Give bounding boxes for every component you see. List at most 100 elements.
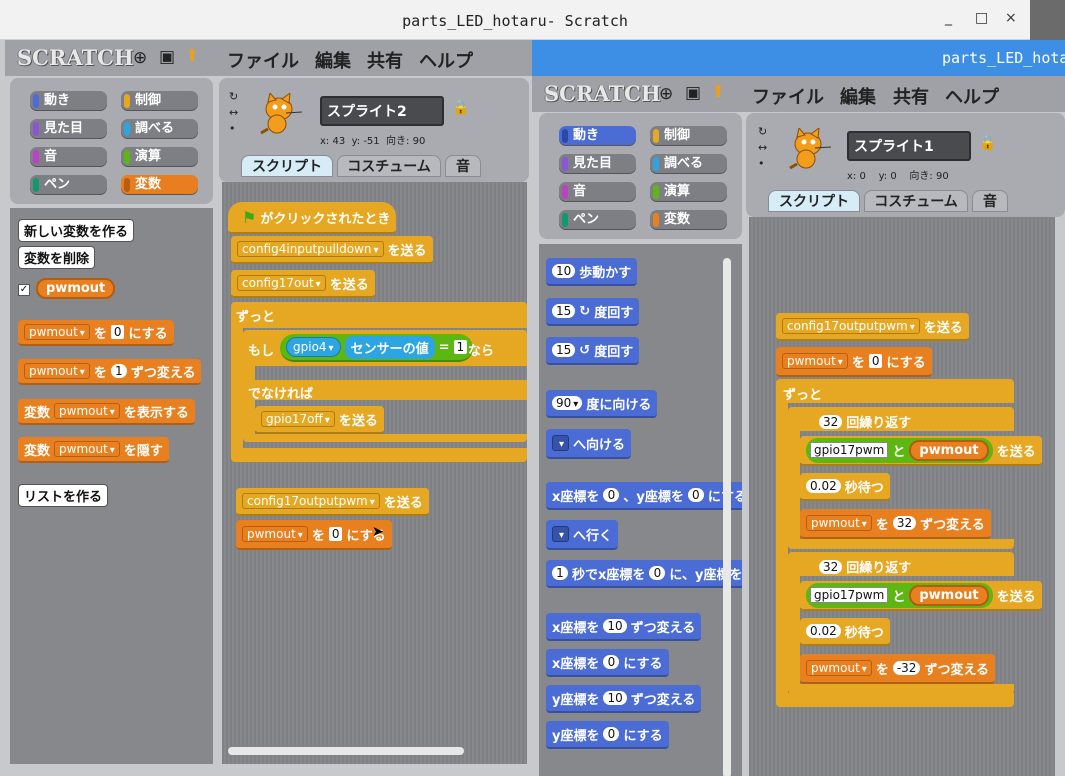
menu-bar: SCRATCH ⊕ ▣ ⬆ ファイル 編集 共有 ヘルプ [532,76,1065,112]
menu-share[interactable]: 共有 [367,51,403,72]
sprite-info-panel: ↻ ↔ • スプライト2 🔒 x: 43 y: -51 向き: 90 スクリプト… [219,78,529,182]
menu-file[interactable]: ファイル [752,87,824,108]
category-looks[interactable]: 見た目 [559,154,636,174]
broadcast-block[interactable]: gpio17offを送る [255,406,384,434]
equals-operator[interactable]: gpio4センサーの値=1 [280,334,474,362]
repeat-count[interactable]: 32 [819,559,843,574]
menu-help[interactable]: ヘルプ [945,87,999,108]
menu-edit[interactable]: 編集 [840,87,876,108]
category-control[interactable]: 制御 [121,91,198,111]
set-variable-block[interactable]: pwmoutを0にする [776,347,932,377]
category-variables[interactable]: 変数 [650,210,727,230]
category-panel: 動き 制御 見た目 調べる 音 演算 ペン 変数 [10,78,213,204]
category-operators[interactable]: 演算 [121,147,198,167]
rotation-none-icon[interactable]: • [758,157,765,170]
make-list-button[interactable]: リストを作る [18,484,109,507]
broadcast-block[interactable]: config17outputpwmを送る [776,313,969,341]
category-motion[interactable]: 動き [30,91,107,111]
rotation-full-icon[interactable]: ↻ [229,90,239,103]
repeat-count[interactable]: 32 [819,414,843,429]
scratch-window-front: parts_LED_hotaru SCRATCH ⊕ ▣ ⬆ ファイル 編集 共… [532,40,1065,776]
category-looks[interactable]: 見た目 [30,119,107,139]
globe-icon[interactable]: ⊕ [133,48,148,68]
broadcast-block[interactable]: config17outを送る [231,270,375,298]
category-pen[interactable]: ペン [559,210,636,230]
tab-sounds[interactable]: 音 [972,190,1008,212]
broadcast-block[interactable]: config4inputpulldownを送る [231,236,433,264]
sprite-name-field[interactable]: スプライト2 [320,96,444,126]
tab-costumes[interactable]: コスチューム [864,190,968,212]
category-motion[interactable]: 動き [559,126,636,146]
category-sensing[interactable]: 調べる [121,119,198,139]
share-icon[interactable]: ⬆ [185,46,200,66]
go-to-block[interactable]: へ行く [546,520,619,550]
category-sensing[interactable]: 調べる [650,154,727,174]
hide-variable-block[interactable]: 変数pwmoutを隠す [18,437,169,463]
variable-checkbox[interactable]: ✓ [18,284,30,296]
script-area[interactable]: ⚑がクリックされたとき config4inputpulldownを送る conf… [222,182,527,764]
direction-label: 向き: [909,171,933,182]
category-variables[interactable]: 変数 [121,175,198,195]
horizontal-scrollbar[interactable] [228,747,464,755]
broadcast-block[interactable]: config17outputpwmを送る [236,488,429,516]
menu-help[interactable]: ヘルプ [419,51,473,72]
share-icon[interactable]: ⬆ [711,82,726,102]
point-direction-block[interactable]: 90度に向ける [546,390,658,418]
set-variable-block[interactable]: pwmoutを0にする [18,320,174,346]
minimize-button[interactable]: _ [945,10,952,26]
vertical-scrollbar[interactable] [723,258,731,776]
window-titlebar: parts_LED_hotaru- Scratch _ □ × [0,0,1030,40]
category-pen[interactable]: ペン [30,175,107,195]
save-icon[interactable]: ▣ [159,47,176,67]
category-sound[interactable]: 音 [559,182,636,202]
menu-file[interactable]: ファイル [227,51,299,72]
maximize-button[interactable]: □ [975,10,989,26]
tab-sounds[interactable]: 音 [445,155,481,177]
globe-icon[interactable]: ⊕ [659,84,674,104]
variable-reporter[interactable]: pwmout [36,278,116,299]
category-sound[interactable]: 音 [30,147,107,167]
save-icon[interactable]: ▣ [685,83,702,103]
rotate-right-icon: ↻ [579,303,591,319]
script-area[interactable]: config17outputpwmを送る pwmoutを0にする ずっと 32回… [749,217,1055,776]
category-operators[interactable]: 演算 [650,182,727,202]
show-variable-block[interactable]: 変数pwmoutを表示する [18,399,195,425]
change-variable-block[interactable]: pwmoutを32ずつ変える [800,509,991,539]
make-variable-button[interactable]: 新しい変数を作る [18,219,135,242]
point-towards-block[interactable]: へ向ける [546,429,632,459]
set-variable-block[interactable]: pwmoutを0にする [236,520,392,550]
menu-share[interactable]: 共有 [893,87,929,108]
menu-edit[interactable]: 編集 [315,51,351,72]
y-label: y: [878,171,888,182]
rotation-full-icon[interactable]: ↻ [758,125,768,138]
rotation-none-icon[interactable]: • [229,122,236,135]
delete-variable-button[interactable]: 変数を削除 [18,246,96,269]
green-flag-hat-block[interactable]: ⚑がクリックされたとき [228,202,397,234]
rotation-lr-icon[interactable]: ↔ [758,141,768,154]
tab-scripts[interactable]: スクリプト [768,190,860,212]
change-variable-block[interactable]: pwmoutを1ずつ変える [18,359,202,385]
sprite-name-field[interactable]: スプライト1 [847,131,971,161]
tab-scripts[interactable]: スクリプト [241,155,333,177]
scratch-logo: SCRATCH [544,81,661,106]
category-control[interactable]: 制御 [650,126,727,146]
turn-right-block[interactable]: 15↻度回す [546,298,640,326]
tab-costumes[interactable]: コスチューム [337,155,441,177]
turn-left-block[interactable]: 15↺度回す [546,337,640,365]
lock-icon[interactable]: 🔒 [979,135,997,151]
close-button[interactable]: × [1005,10,1017,26]
rotation-lr-icon[interactable]: ↔ [229,106,239,119]
lock-icon[interactable]: 🔒 [452,100,470,116]
